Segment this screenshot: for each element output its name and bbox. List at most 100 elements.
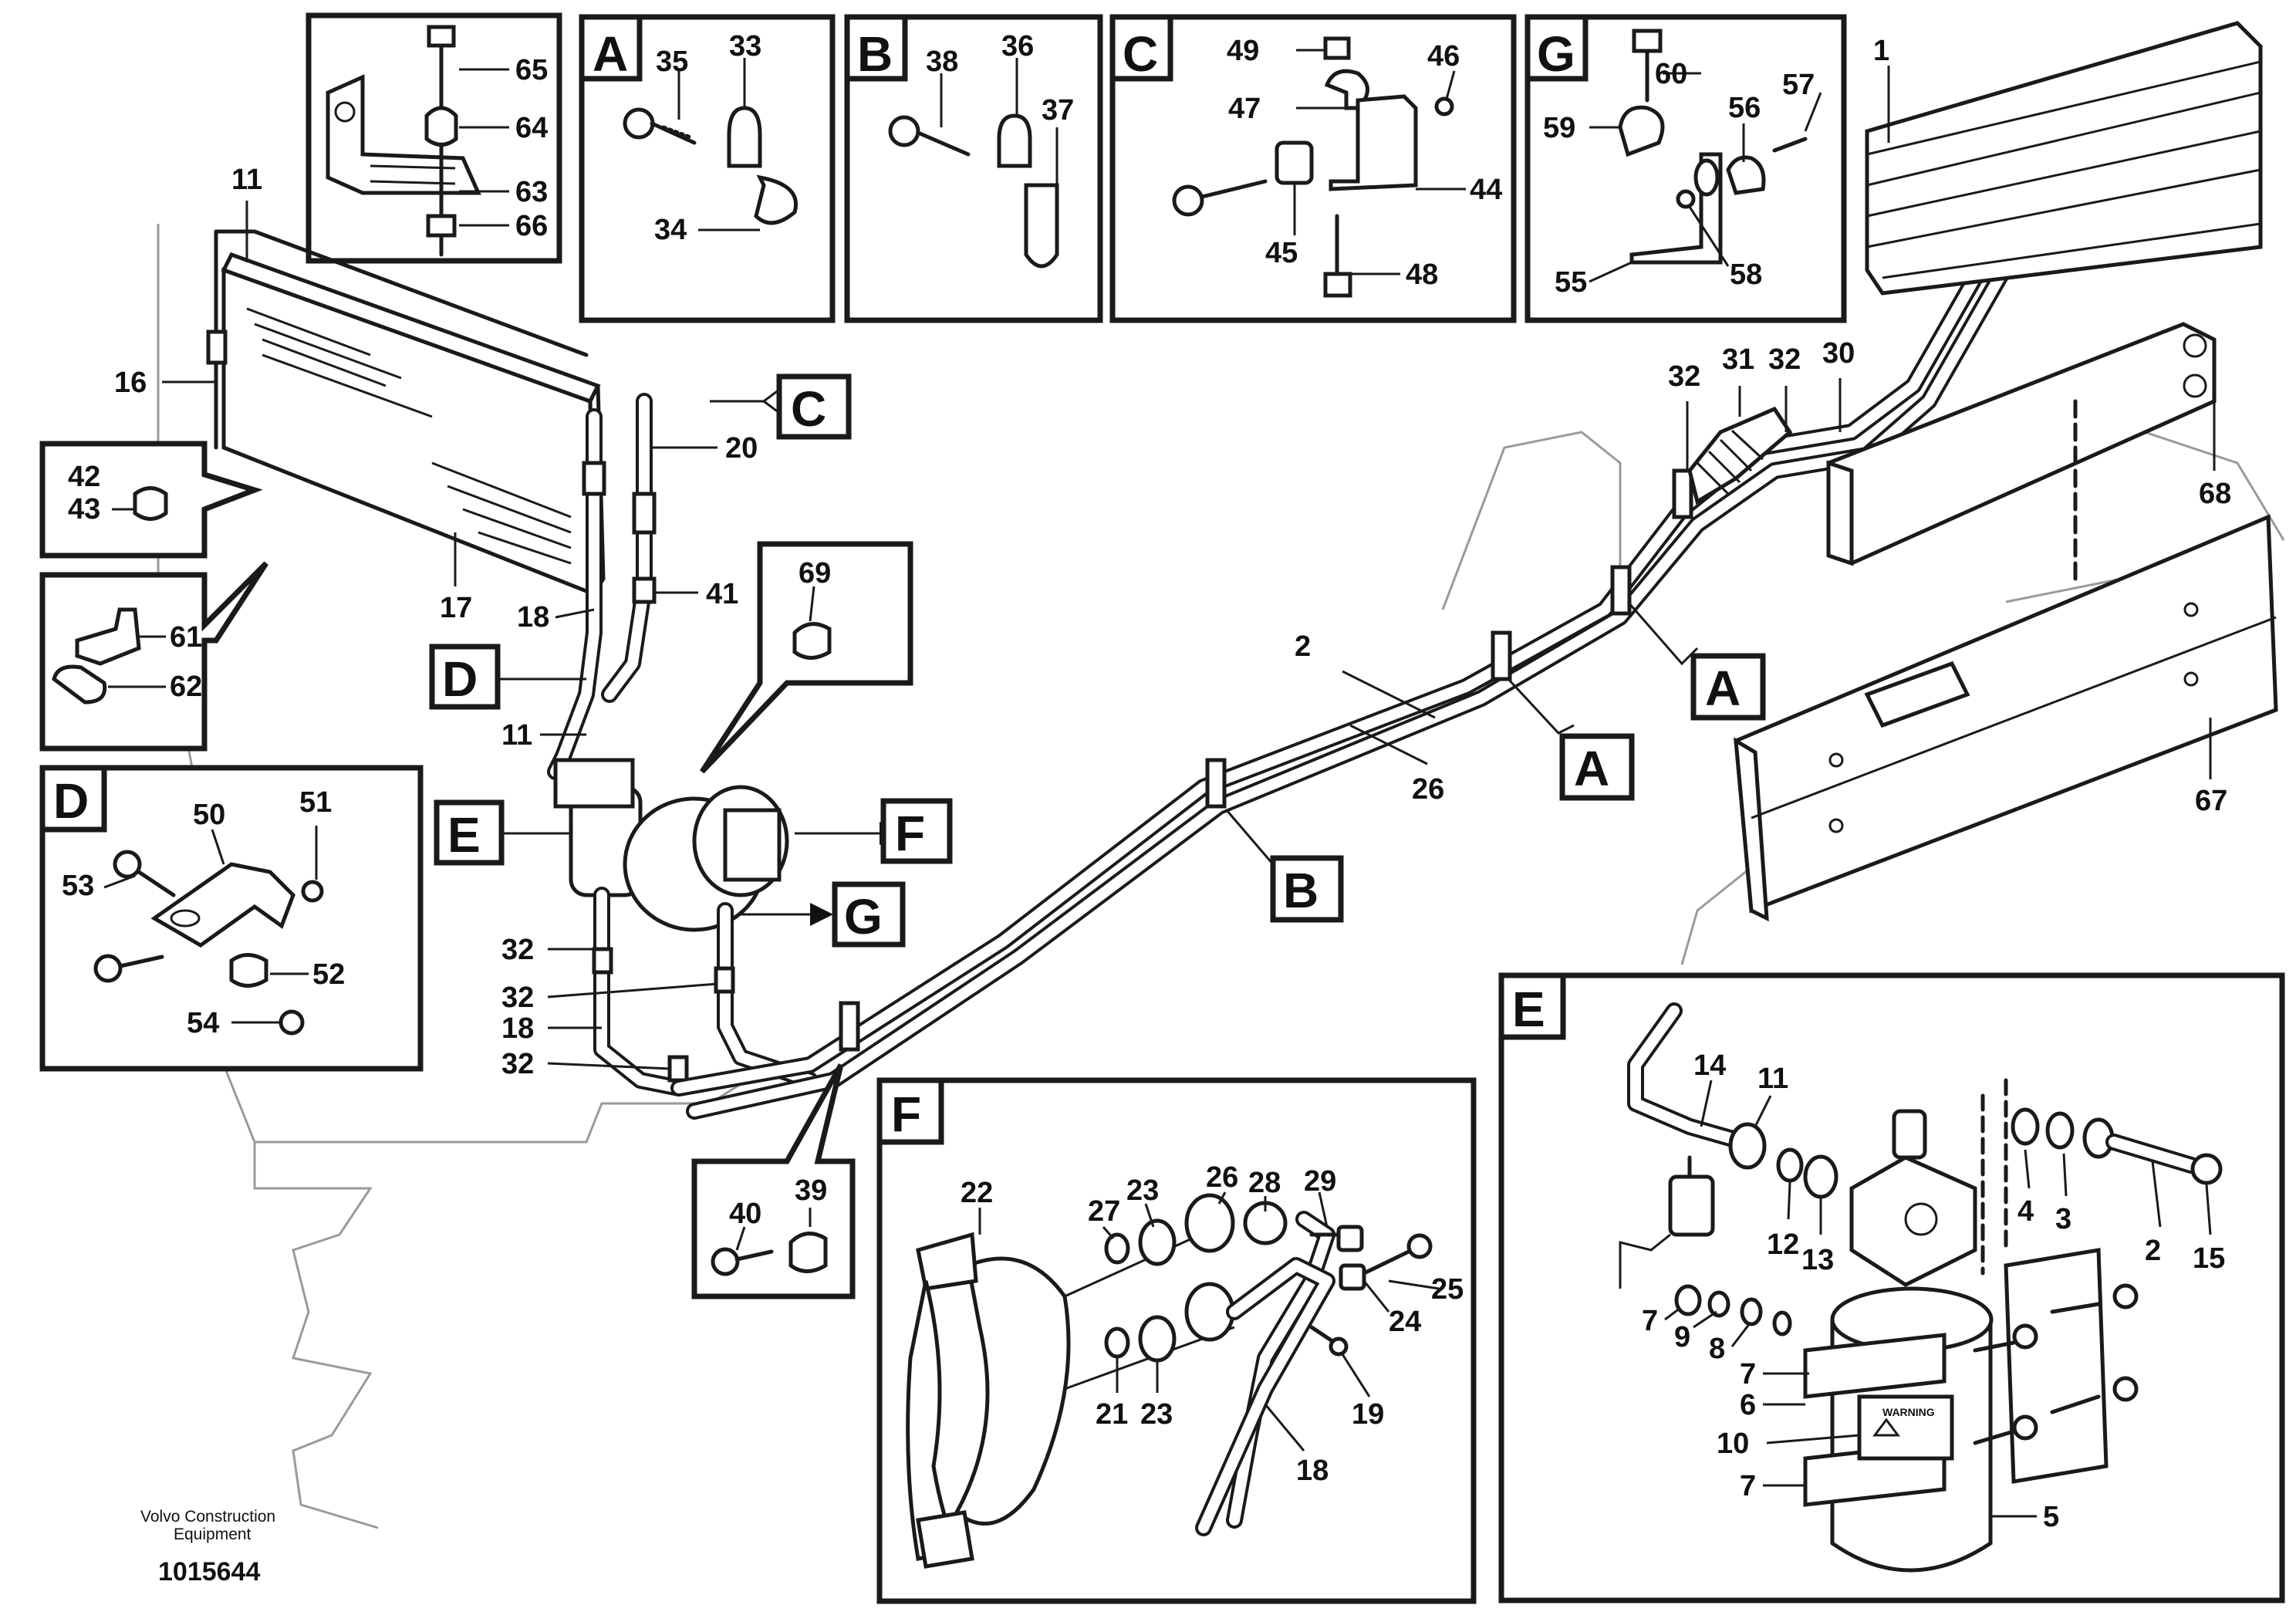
detail-F-title: F	[891, 1086, 921, 1142]
label-38: 38	[926, 46, 958, 78]
receiver-drier-and-compressor	[553, 758, 819, 1097]
label-29: 29	[1304, 1165, 1336, 1198]
label-36: 36	[1001, 30, 1034, 63]
label-52: 52	[312, 958, 345, 991]
label-22: 22	[961, 1177, 993, 1209]
callout-B[interactable]: B	[1225, 809, 1344, 923]
label-2-E: 2	[2145, 1235, 2161, 1267]
detail-box-F: F 29	[876, 1077, 1477, 1604]
label-35: 35	[656, 46, 688, 78]
label-26: 26	[1412, 773, 1444, 806]
label-11-mid: 11	[501, 719, 532, 752]
label-27: 27	[1088, 1195, 1120, 1228]
label-26-F: 26	[1206, 1161, 1238, 1194]
label-23-b: 23	[1140, 1398, 1173, 1431]
label-6: 6	[1740, 1389, 1756, 1421]
label-18: 18	[517, 601, 549, 634]
label-14: 14	[1693, 1049, 1726, 1082]
detail-box-bracket-61-62: 61 62	[39, 561, 268, 752]
label-69: 69	[799, 557, 831, 590]
label-55: 55	[1555, 266, 1587, 299]
label-45: 45	[1265, 237, 1298, 269]
label-7-c: 7	[1740, 1470, 1756, 1502]
label-34: 34	[654, 214, 687, 246]
label-16: 16	[114, 367, 147, 399]
detail-box-D: D 50 51 53 52 54	[39, 765, 424, 1072]
callout-F[interactable]: F	[795, 798, 953, 864]
drawing-number: 1015644	[158, 1557, 260, 1587]
label-1: 1	[1873, 35, 1889, 67]
label-7-a: 7	[1642, 1305, 1658, 1337]
label-32-a: 32	[501, 934, 534, 966]
svg-text:F: F	[895, 806, 925, 861]
svg-text:D: D	[442, 651, 478, 707]
detail-C-title: C	[1123, 26, 1158, 82]
label-66: 66	[515, 210, 548, 242]
label-60: 60	[1655, 58, 1687, 90]
label-39: 39	[795, 1174, 827, 1207]
detail-box-G: G 60 57 59 56 55 58	[1524, 14, 1847, 323]
label-54: 54	[187, 1007, 219, 1039]
callout-D[interactable]: D	[429, 644, 586, 710]
label-12: 12	[1767, 1228, 1799, 1261]
label-59: 59	[1543, 112, 1575, 144]
warning-text: WARNING	[1882, 1406, 1935, 1418]
label-23-a: 23	[1126, 1174, 1159, 1207]
callout-A-1[interactable]: A	[1626, 601, 1766, 721]
label-24: 24	[1389, 1306, 1421, 1338]
footer: Volvo Construction Equipment 1015644	[140, 1508, 275, 1587]
label-51: 51	[299, 786, 332, 819]
label-46: 46	[1427, 40, 1460, 73]
label-68: 68	[2199, 478, 2231, 510]
label-31: 31	[1722, 343, 1754, 376]
svg-text:C: C	[791, 381, 826, 437]
plate-67	[1734, 514, 2278, 922]
label-3: 3	[2055, 1203, 2071, 1235]
label-41: 41	[706, 578, 738, 610]
label-62: 62	[170, 671, 202, 703]
label-40: 40	[729, 1198, 761, 1230]
label-33: 33	[729, 30, 761, 63]
svg-text:B: B	[1283, 863, 1319, 918]
label-5: 5	[2043, 1501, 2059, 1533]
svg-text:G: G	[844, 889, 883, 944]
label-32-top: 32	[1668, 360, 1700, 393]
detail-box-clip-69: 69	[700, 541, 913, 774]
svg-text:E: E	[447, 807, 481, 863]
label-32-b: 32	[501, 982, 534, 1014]
plate-68	[1826, 322, 2217, 589]
detail-box-top-bracket: 65 64 63 66	[306, 12, 562, 264]
main-labels: 11 16 20 17 18 41 11 32 32 18 32 2 26 32…	[114, 35, 2231, 1080]
label-63: 63	[515, 176, 548, 208]
label-7-b: 7	[1740, 1358, 1756, 1391]
label-18-F: 18	[1296, 1455, 1329, 1487]
label-10: 10	[1717, 1428, 1749, 1460]
label-30: 30	[1822, 337, 1855, 370]
detail-E-title: E	[1512, 982, 1545, 1037]
label-11-E: 11	[1757, 1063, 1788, 1095]
label-8: 8	[1709, 1333, 1725, 1365]
label-56: 56	[1728, 92, 1761, 124]
brand-line-2: Equipment	[174, 1526, 252, 1543]
detail-box-clip-42-43: 42 43	[39, 441, 263, 559]
label-67: 67	[2195, 785, 2227, 817]
label-37: 37	[1042, 94, 1074, 127]
label-28: 28	[1248, 1167, 1281, 1199]
detail-box-E: E WARNING	[1498, 972, 2285, 1603]
detail-box-A: A 35 33 34	[579, 14, 836, 323]
svg-text:A: A	[1705, 661, 1741, 716]
label-2: 2	[1295, 630, 1311, 663]
label-64: 64	[515, 112, 548, 144]
detail-D-title: D	[53, 773, 89, 829]
callout-A-2[interactable]: A	[1507, 678, 1635, 801]
label-19: 19	[1352, 1398, 1384, 1431]
callout-C[interactable]: C	[710, 373, 852, 440]
label-44: 44	[1470, 174, 1502, 206]
callout-G[interactable]: G	[741, 881, 906, 948]
label-15: 15	[2193, 1242, 2225, 1275]
label-18-b: 18	[501, 1012, 534, 1045]
label-50: 50	[193, 799, 225, 831]
label-49: 49	[1227, 35, 1259, 67]
label-9: 9	[1674, 1321, 1690, 1353]
callout-E[interactable]: E	[434, 799, 571, 866]
